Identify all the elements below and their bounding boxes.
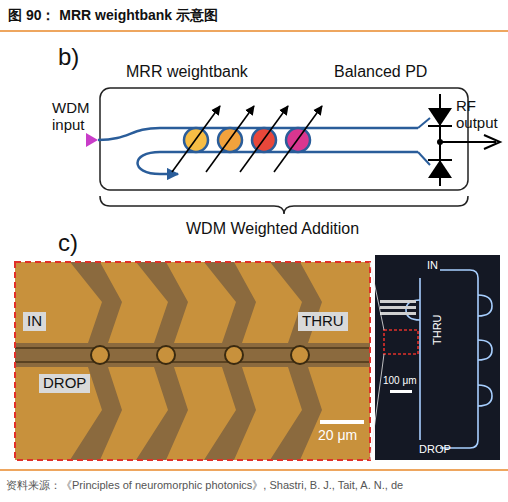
rf-output-arrow [484,135,500,149]
drop-waveguide [138,152,419,174]
micrograph-gap [15,343,370,367]
zoom-line [370,354,384,460]
text-label: Balanced PD [334,63,427,81]
overview-background [375,255,500,460]
photodiode-symbol [428,108,452,126]
input-arrow [46,138,88,143]
rf-output-wire [440,141,496,143]
micrograph-panel: IN THRU DROP 20 μm [15,262,370,460]
input-arrow-head [86,133,98,147]
microrings [91,346,309,364]
electrode-gaps [70,262,322,460]
tuning-arrow [274,106,322,172]
text-label: c) [58,230,78,256]
drop-waveguide [15,361,370,363]
photodiode-symbol [428,125,452,127]
weightbank-box [100,88,468,190]
panel-label: IN [23,312,46,331]
panel-label: THRU [298,312,348,331]
panel-label: THRU [431,314,443,345]
junction-dot [437,139,443,145]
zoom-region [384,330,418,354]
bracket [100,196,468,214]
zoom-line [370,262,384,330]
footer-rule [0,469,508,471]
panel-label: DROP [39,374,90,393]
zoom-frame [15,262,370,460]
micrograph-background [15,262,370,460]
text-label: b) [58,44,79,70]
text-label: WDM input [52,100,100,133]
bus-waveguide [15,347,370,349]
panel-label: 100 μm [383,375,417,386]
panel-label: 20 μm [318,428,357,443]
photodiode-symbol [428,159,452,161]
overview-waveguides [406,270,492,448]
drop-lead [418,152,430,165]
text-label: WDM Weighted Addition [186,220,359,238]
panel-label: DROP [419,443,451,455]
photodiode-symbol [428,160,452,178]
panel-label: IN [427,259,438,271]
text-label: MRR weightbank [126,63,248,81]
bond-wires [380,300,416,315]
figure-caption: 资料来源：《Principles of neuromorphic photoni… [6,479,403,491]
figure-title: 图 90： MRR weightbank 示意图 [8,8,218,23]
header-rule [0,30,508,32]
scale-bar [390,390,412,393]
text-label: RF output [456,98,506,131]
overview-panel: IN THRU 100 μm DROP [375,255,500,460]
scale-bar [320,420,364,424]
